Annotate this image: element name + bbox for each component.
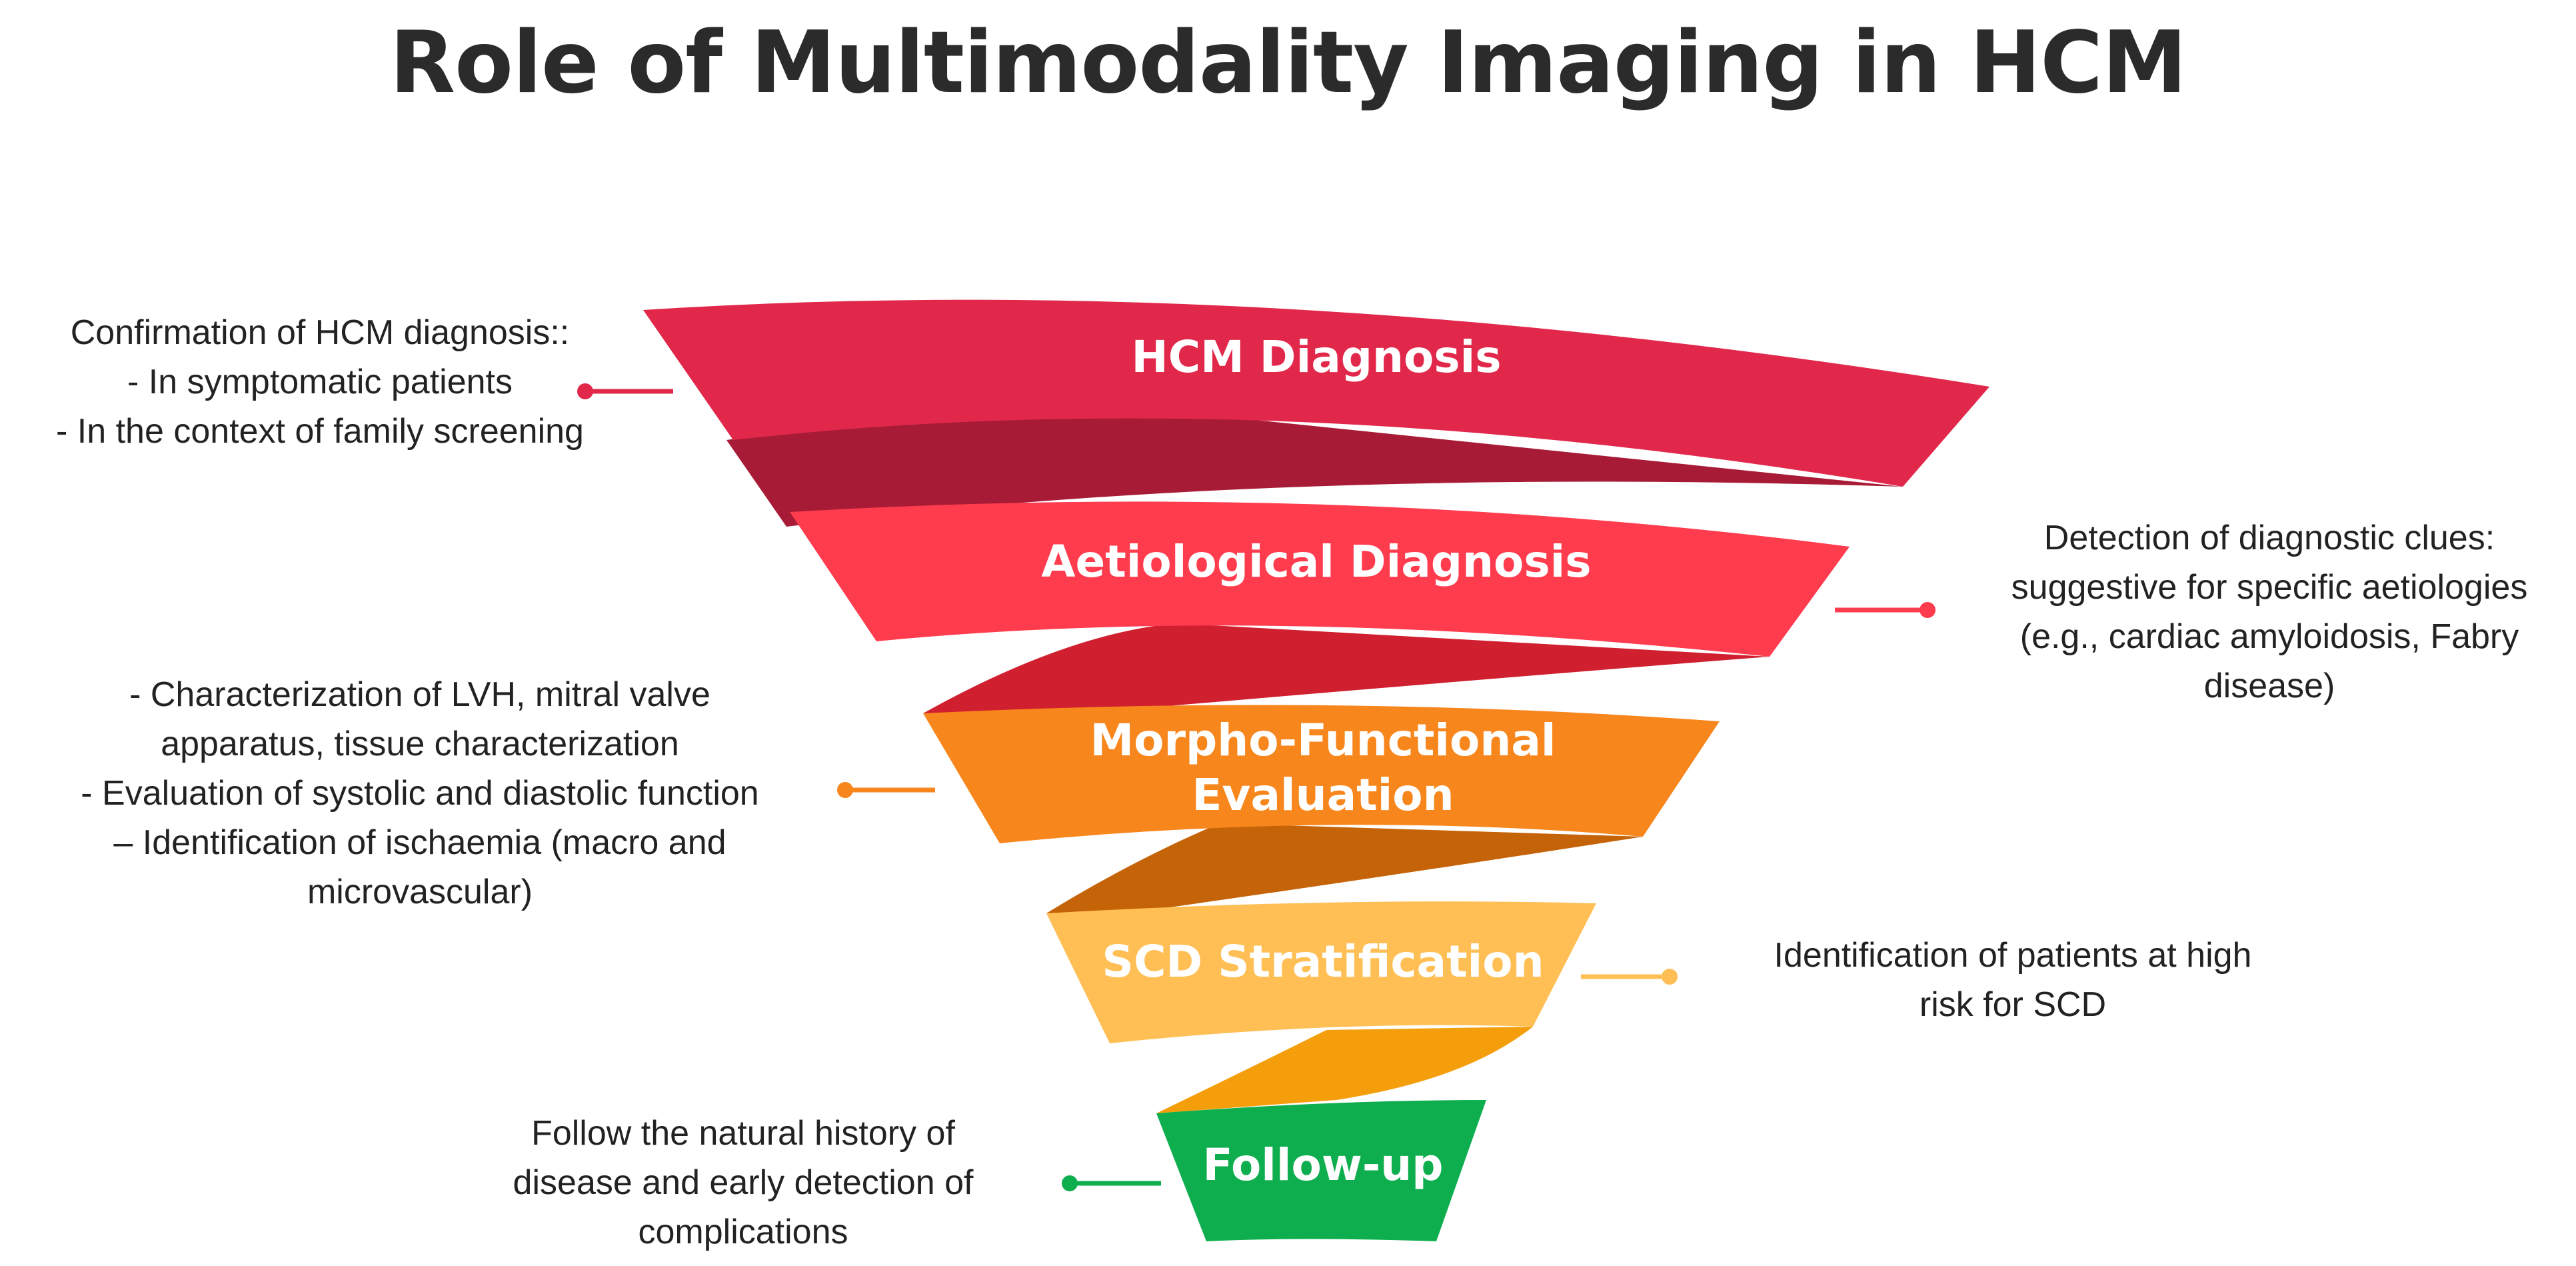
band-hcm-diagnosis [643, 299, 1989, 487]
note-scd: Identification of patients at high risk … [1720, 931, 2306, 1029]
note-line: - Evaluation of systolic and diastolic f… [81, 774, 759, 813]
note-line: Confirmation of HCM diagnosis:: [70, 313, 570, 352]
note-line: - Characterization of LVH, mitral valve [129, 675, 710, 714]
note-line: risk for SCD [1919, 985, 2107, 1024]
note-line: suggestive for specific aetiologies [2011, 568, 2528, 607]
note-line: - In symptomatic patients [127, 363, 513, 401]
fold-morpho-scd [1046, 823, 1643, 920]
band-follow-up [1156, 1100, 1486, 1241]
connector-diagnosis [577, 383, 673, 399]
band-scd-stratification [1046, 901, 1596, 1043]
note-line: disease and early detection of [513, 1163, 974, 1202]
note-line: - In the context of family screening [56, 412, 584, 451]
note-morpho: - Characterization of LVH, mitral valve … [20, 670, 820, 917]
note-line: apparatus, tissue characterization [161, 725, 679, 763]
diagram-title: Role of Multimodality Imaging in HCM [389, 13, 2187, 113]
connector-followup [1062, 1175, 1161, 1191]
note-followup: Follow the natural history of disease an… [477, 1109, 1010, 1257]
stage-label-scd-stratification: SCD Stratification [1102, 936, 1544, 987]
stage-label-morpho-functional-line1: Morpho-Functional [1090, 715, 1556, 766]
stage-label-hcm-diagnosis: HCM Diagnosis [1131, 331, 1501, 383]
note-line: disease) [2203, 667, 2335, 705]
note-diagnosis: Confirmation of HCM diagnosis:: - In sym… [0, 308, 640, 456]
note-line: – Identification of ischaemia (macro and [113, 823, 726, 862]
connector-aetiology [1835, 602, 1935, 618]
note-aetiology: Detection of diagnostic clues: suggestiv… [1973, 513, 2566, 711]
note-line: Identification of patients at high [1774, 936, 2252, 975]
note-line: microvascular) [307, 873, 533, 911]
band-morpho-functional [923, 705, 1720, 843]
stage-label-morpho-functional-line2: Evaluation [1192, 769, 1454, 821]
note-line: complications [638, 1213, 848, 1251]
fold-diagnosis-aetiology [726, 411, 1903, 527]
connector-scd [1581, 969, 1678, 985]
stage-label-follow-up: Follow-up [1203, 1139, 1444, 1191]
note-line: (e.g., cardiac amyloidosis, Fabry [2019, 617, 2519, 656]
stage-label-aetiological-diagnosis: Aetiological Diagnosis [1041, 536, 1591, 587]
connector-morpho [837, 782, 935, 798]
band-aetiological-diagnosis [790, 501, 1850, 657]
note-line: Follow the natural history of [531, 1114, 955, 1153]
fold-aetiology-morpho [923, 623, 1770, 723]
note-line: Detection of diagnostic clues: [2043, 519, 2495, 557]
fold-scd-followup [1156, 1027, 1533, 1113]
